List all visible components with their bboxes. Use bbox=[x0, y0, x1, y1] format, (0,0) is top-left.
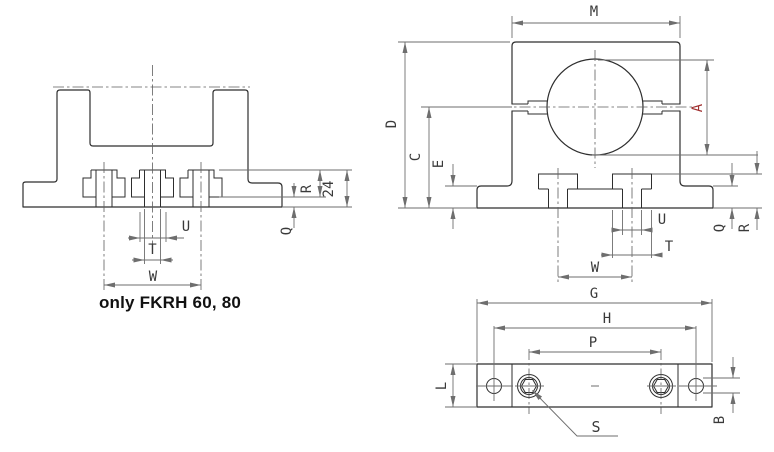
extension-lines bbox=[139, 169, 352, 264]
dim-label-b: B bbox=[712, 416, 728, 424]
centerline bbox=[500, 50, 692, 282]
dim-label-t: T bbox=[148, 242, 157, 258]
dim-label-r: R bbox=[737, 223, 753, 232]
bottom-view: G H P L B S bbox=[434, 286, 740, 437]
dim-label-t: T bbox=[665, 239, 674, 255]
dim-label-d: D bbox=[384, 120, 400, 128]
t-slot bbox=[131, 169, 174, 207]
dim-label-w: W bbox=[149, 269, 158, 285]
thread-size-leader bbox=[532, 390, 618, 437]
dim-label-w: W bbox=[591, 260, 600, 276]
front-outline bbox=[22, 89, 283, 208]
dim-label-s: S bbox=[591, 418, 600, 436]
dim-label-p: P bbox=[589, 335, 597, 351]
dim-label-u: U bbox=[182, 219, 190, 235]
dim-label-e: E bbox=[431, 160, 447, 168]
block-footprint-lines bbox=[511, 364, 679, 407]
extension-lines bbox=[445, 299, 740, 408]
front-view: U T W Q R 24 only FKRH 60, 80 bbox=[22, 65, 352, 312]
dim-label-c: C bbox=[408, 153, 424, 161]
center-marks bbox=[476, 326, 717, 401]
dim-label-r: R bbox=[299, 184, 315, 193]
t-slot bbox=[179, 169, 223, 207]
t-slot bbox=[82, 169, 126, 207]
dim-label-24: 24 bbox=[321, 181, 337, 198]
extension-lines bbox=[398, 16, 762, 258]
leader-arrow bbox=[532, 390, 543, 401]
centerline bbox=[528, 349, 662, 414]
clamp-block bbox=[511, 41, 681, 105]
centerline bbox=[53, 65, 250, 290]
dim-label-a-accent: A bbox=[690, 103, 706, 112]
base-plate bbox=[476, 363, 713, 408]
clamp-slit bbox=[512, 100, 680, 115]
dim-label-q: Q bbox=[712, 224, 728, 232]
dim-label-l: L bbox=[434, 382, 450, 390]
dim-label-q: Q bbox=[279, 227, 295, 235]
side-view: M D C E A Q R U T W bbox=[384, 4, 762, 282]
dim-label-u: U bbox=[658, 212, 666, 228]
base-body bbox=[476, 110, 714, 209]
note-text: only FKRH 60, 80 bbox=[99, 293, 241, 312]
dim-label-m: M bbox=[590, 4, 598, 20]
dim-label-h: H bbox=[603, 311, 611, 327]
dim-label-g: G bbox=[590, 286, 598, 302]
